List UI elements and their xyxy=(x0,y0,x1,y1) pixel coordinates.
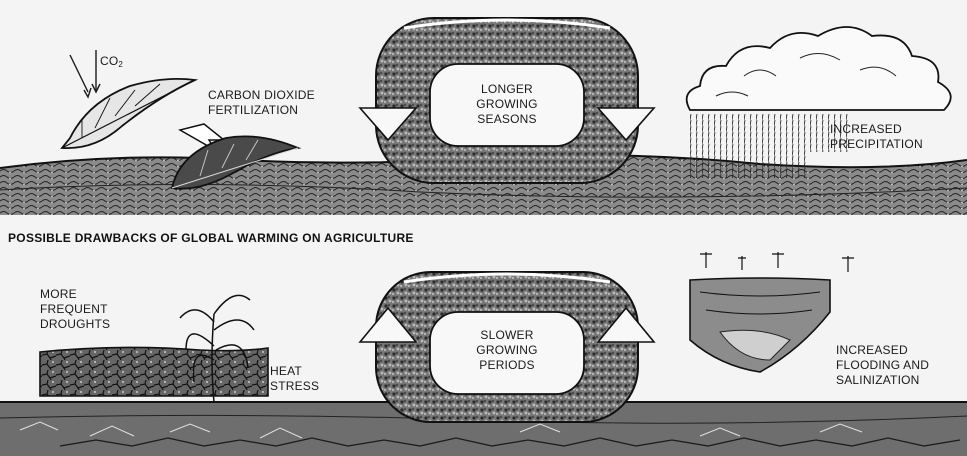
carbon-dioxide-fertilization-label: CARBON DIOXIDE FERTILIZATION xyxy=(208,88,315,118)
longer-growing-seasons-label: LONGER GROWING SEASONS xyxy=(454,82,560,127)
slower-growing-periods-label: SLOWER GROWING PERIODS xyxy=(454,328,560,373)
flooded-field xyxy=(690,252,854,372)
rain-cloud xyxy=(687,27,951,178)
label-line: FREQUENT xyxy=(40,302,110,317)
label-line: MORE xyxy=(40,287,110,302)
label-line: INCREASED xyxy=(830,122,923,137)
label-line: GROWING xyxy=(454,343,560,358)
co2-label-base: CO xyxy=(100,54,118,68)
label-line: FLOODING AND xyxy=(836,358,929,373)
heat-stress-label: HEAT STRESS xyxy=(270,364,319,394)
label-line: STRESS xyxy=(270,379,319,394)
label-line: SALINIZATION xyxy=(836,373,929,388)
increased-flooding-salinization-label: INCREASED FLOODING AND SALINIZATION xyxy=(836,343,929,388)
co2-arrows xyxy=(70,50,100,97)
co2-label: CO2 xyxy=(100,54,123,72)
co2-label-subscript: 2 xyxy=(118,60,123,69)
drought-soil xyxy=(40,347,268,396)
label-line: LONGER xyxy=(454,82,560,97)
label-line: CARBON DIOXIDE xyxy=(208,88,315,103)
label-line: GROWING xyxy=(454,97,560,112)
label-line: SLOWER xyxy=(454,328,560,343)
label-line: FERTILIZATION xyxy=(208,103,315,118)
label-line: INCREASED xyxy=(836,343,929,358)
leaf-upper xyxy=(62,79,195,148)
drawbacks-heading: POSSIBLE DRAWBACKS OF GLOBAL WARMING ON … xyxy=(8,231,414,245)
label-line: DROUGHTS xyxy=(40,317,110,332)
label-line: PERIODS xyxy=(454,358,560,373)
more-frequent-droughts-label: MORE FREQUENT DROUGHTS xyxy=(40,287,110,332)
label-line: PRECIPITATION xyxy=(830,137,923,152)
label-line: HEAT xyxy=(270,364,319,379)
label-line: SEASONS xyxy=(454,112,560,127)
increased-precipitation-label: INCREASED PRECIPITATION xyxy=(830,122,923,152)
